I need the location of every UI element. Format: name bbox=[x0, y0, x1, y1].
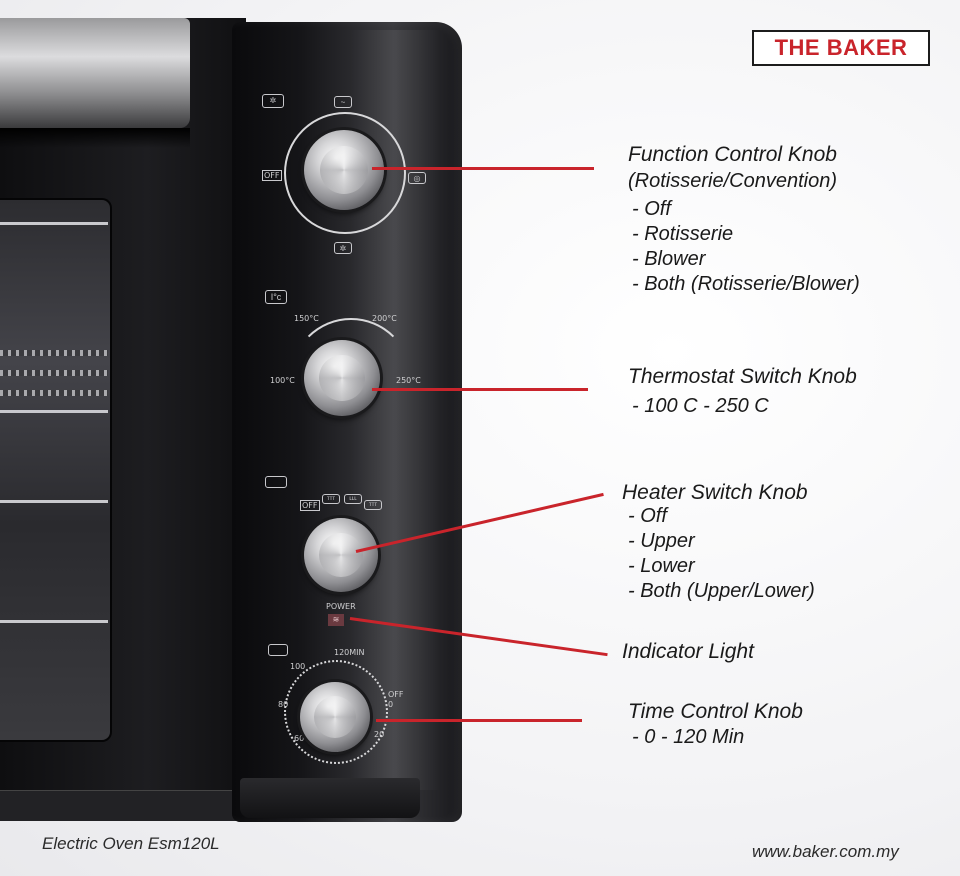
website-caption: www.baker.com.my bbox=[752, 842, 899, 861]
callout-indicator-title: Indicator Light bbox=[622, 640, 754, 663]
heater-icon bbox=[265, 476, 287, 488]
upper-heater-icon: ᴛᴛᴛ bbox=[322, 494, 340, 504]
blower-icon: ✲ bbox=[334, 242, 352, 254]
heater-off-label: OFF bbox=[300, 500, 320, 511]
thermostat-dial-arc bbox=[290, 318, 412, 440]
thermostat-switch-knob[interactable] bbox=[304, 340, 380, 416]
timer-dial-ring bbox=[284, 660, 388, 764]
callout-thermostat-title: Thermostat Switch Knob bbox=[628, 365, 857, 388]
oven-window bbox=[0, 198, 112, 742]
rack-bar bbox=[0, 222, 108, 225]
lower-heater-icon: ʟʟʟ bbox=[344, 494, 362, 504]
oven-rack bbox=[0, 350, 108, 356]
callout-heater-title: Heater Switch Knob bbox=[622, 481, 808, 504]
model-caption: Electric Oven Esm120L bbox=[42, 834, 220, 853]
combo-icon: ◎ bbox=[408, 172, 426, 184]
both-heater-icon: ᴛᴛᴛ bbox=[364, 500, 382, 510]
rack-bar bbox=[0, 620, 108, 623]
thermostat-icon: I°c bbox=[265, 290, 287, 304]
callout-heater-line: - Both (Upper/Lower) bbox=[628, 580, 815, 602]
function-leader-line bbox=[372, 167, 594, 170]
indicator-light: ≋ bbox=[328, 614, 344, 626]
callout-thermostat-line: - 100 C - 250 C bbox=[632, 395, 769, 417]
timer-leader-line bbox=[376, 719, 582, 722]
timer-0-label: 0 bbox=[388, 700, 394, 709]
temp-100-label: 100°C bbox=[270, 376, 295, 385]
callout-heater-line: - Off bbox=[628, 505, 667, 527]
rack-bar bbox=[0, 410, 108, 413]
function-off-label: OFF bbox=[262, 170, 282, 181]
handle-shadow bbox=[0, 128, 190, 148]
callout-function-title: Function Control Knob bbox=[628, 143, 837, 166]
panel-base bbox=[240, 778, 420, 818]
timer-100-label: 100 bbox=[290, 662, 306, 671]
rack-bar bbox=[0, 500, 108, 503]
callout-heater-line: - Upper bbox=[628, 530, 695, 552]
callout-function-line: - Off bbox=[632, 198, 671, 220]
callout-function-line: - Both (Rotisserie/Blower) bbox=[632, 273, 860, 295]
door-handle bbox=[0, 18, 190, 128]
oven-door bbox=[0, 18, 246, 818]
thermostat-leader-line bbox=[372, 388, 588, 391]
function-control-knob[interactable] bbox=[304, 130, 384, 210]
time-control-knob[interactable] bbox=[300, 682, 370, 752]
brand-logo: THE BAKER bbox=[752, 30, 930, 66]
callout-timer-line: - 0 - 120 Min bbox=[632, 726, 745, 748]
callout-function-line: - Blower bbox=[632, 248, 706, 270]
function-dial-ring bbox=[284, 112, 406, 234]
power-label: POWER bbox=[326, 602, 356, 611]
temp-200-label: 200°C bbox=[372, 314, 397, 323]
callout-function-line: (Rotisserie/Convention) bbox=[628, 170, 837, 192]
callout-heater-line: - Lower bbox=[628, 555, 695, 577]
oven-rack bbox=[0, 390, 108, 396]
oven-rack bbox=[0, 370, 108, 376]
timer-icon bbox=[268, 644, 288, 656]
callout-function-line: - Rotisserie bbox=[632, 223, 734, 245]
timer-off-label: OFF bbox=[388, 690, 404, 699]
temp-150-label: 150°C bbox=[294, 314, 319, 323]
timer-80-label: 80 bbox=[278, 700, 289, 709]
oven-bottom-trim bbox=[0, 790, 246, 821]
timer-120-label: 120MIN bbox=[334, 648, 365, 657]
heater-switch-knob[interactable] bbox=[304, 518, 378, 592]
callout-timer-title: Time Control Knob bbox=[628, 700, 803, 723]
fan-icon: ✲ bbox=[262, 94, 284, 108]
rotisserie-icon: ~ bbox=[334, 96, 352, 108]
